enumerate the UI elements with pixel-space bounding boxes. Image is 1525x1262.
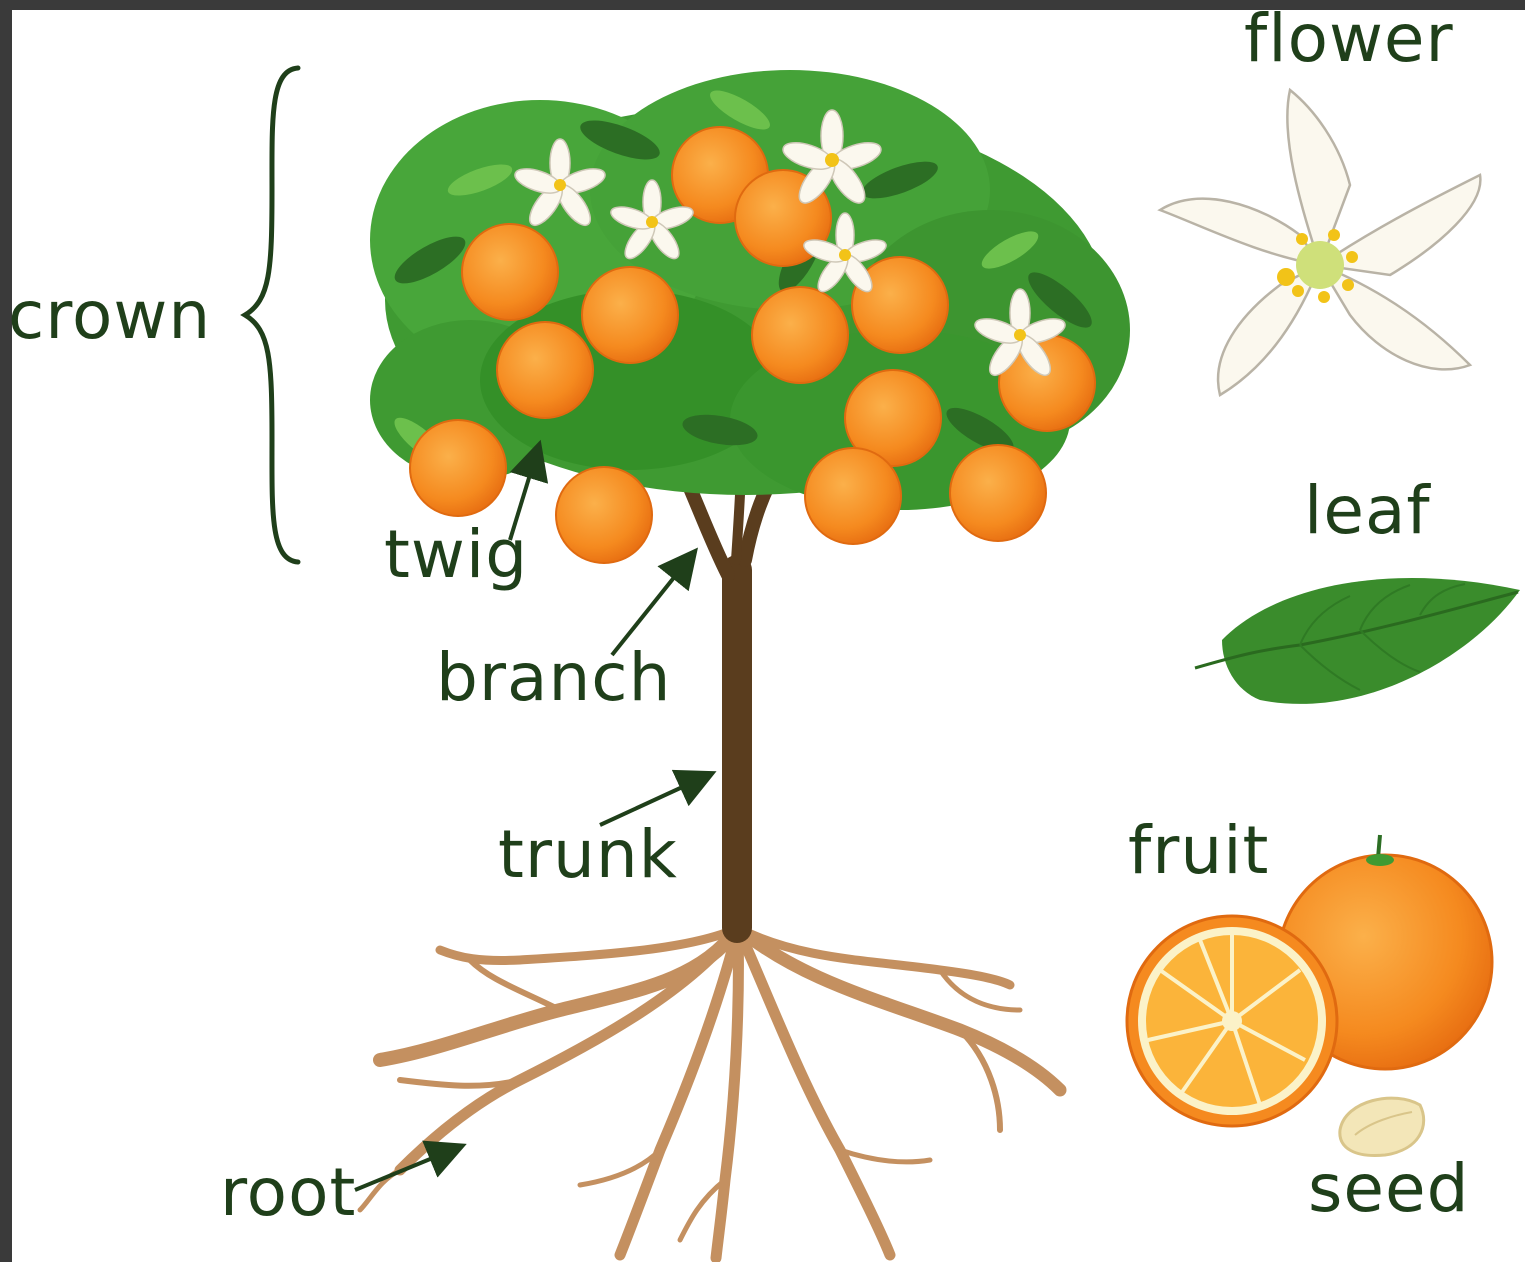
label-crown: crown bbox=[8, 283, 211, 349]
label-root: root bbox=[220, 1160, 356, 1226]
label-flower: flower bbox=[1244, 6, 1454, 72]
leaf-illustration bbox=[1195, 578, 1520, 704]
root-system bbox=[360, 928, 1060, 1258]
label-leaf: leaf bbox=[1304, 478, 1431, 544]
flower-illustration bbox=[1160, 90, 1480, 395]
label-seed: seed bbox=[1308, 1156, 1470, 1222]
label-branch: branch bbox=[436, 645, 671, 711]
label-fruit: fruit bbox=[1128, 818, 1269, 884]
seed-illustration bbox=[1340, 1098, 1424, 1155]
label-twig: twig bbox=[384, 522, 528, 588]
crown-brace bbox=[245, 68, 298, 562]
label-trunk: trunk bbox=[498, 822, 678, 888]
